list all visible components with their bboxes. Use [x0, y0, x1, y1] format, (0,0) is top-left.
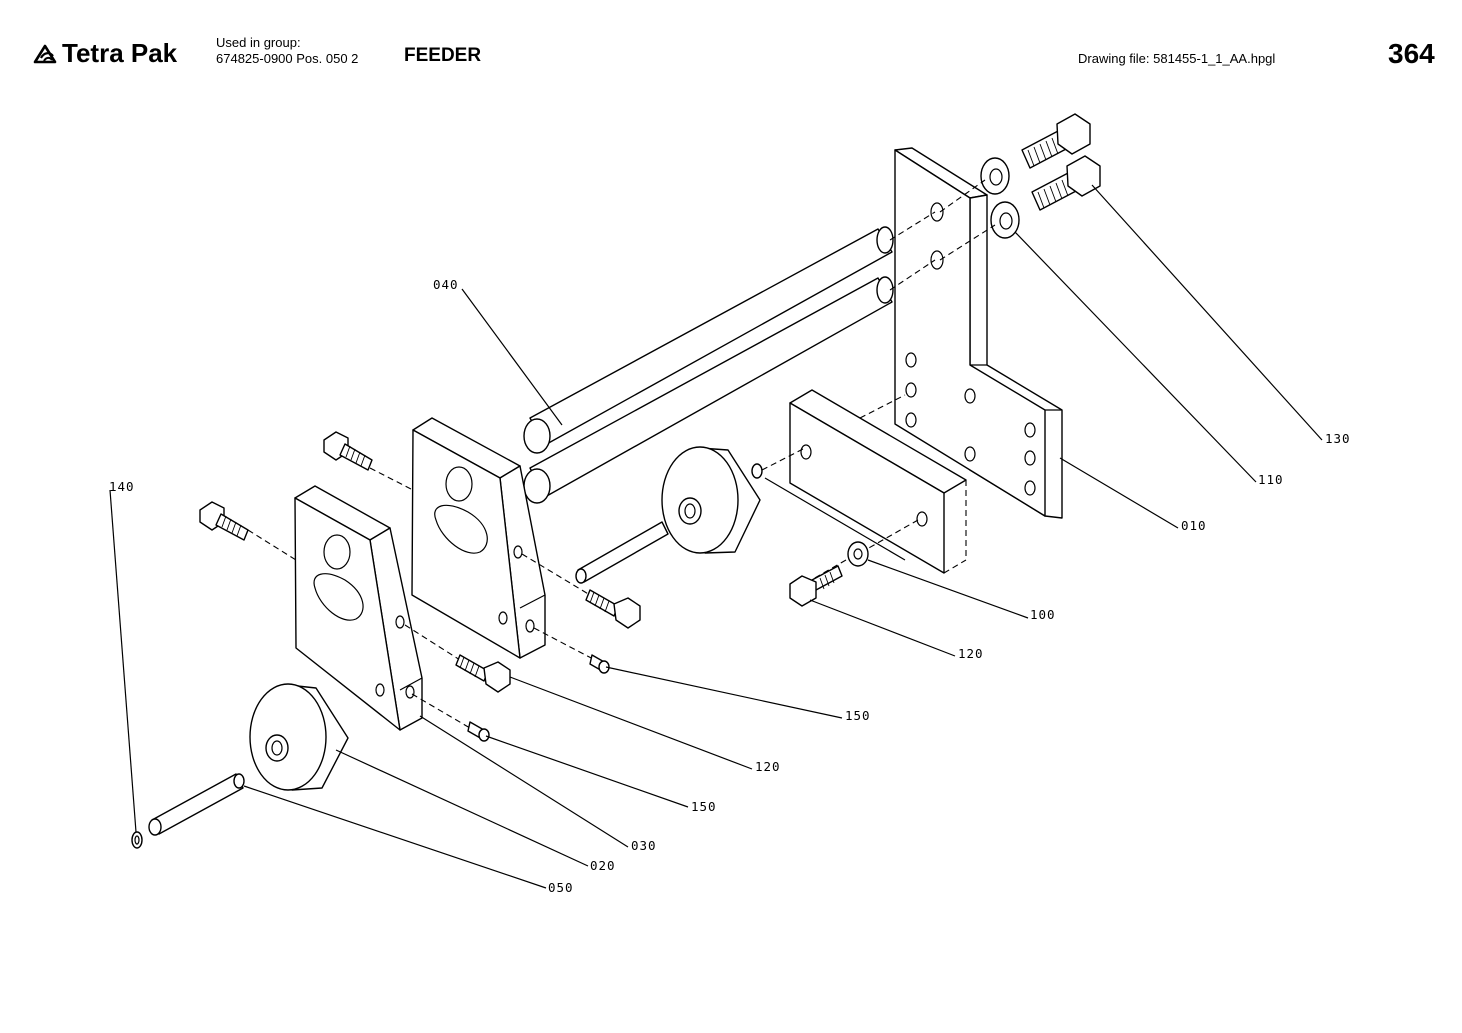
callout-050: 050	[548, 880, 574, 895]
callout-110: 110	[1258, 472, 1284, 487]
brand-name: Tetra Pak	[62, 38, 178, 68]
assembly-guide-lines	[247, 467, 847, 729]
callout-100: 100	[1030, 607, 1056, 622]
used-in-group-value: 674825-0900 Pos. 050 2	[216, 51, 359, 66]
drawing-file: Drawing file: 581455-1_1_AA.hpgl	[1078, 51, 1276, 66]
part-150-set-screws	[467, 654, 610, 742]
part-hex-bolts-left	[199, 431, 869, 693]
part-050-pin-upper	[575, 521, 669, 584]
callout-130: 130	[1325, 431, 1351, 446]
callout-140: 140	[109, 479, 135, 494]
part-130-hex-bolts	[1021, 113, 1101, 211]
part-roller-upper	[661, 446, 906, 561]
callout-040: 040	[433, 277, 459, 292]
page-number: 364	[1388, 38, 1435, 69]
callout-150-lower: 150	[691, 799, 717, 814]
callout-labels: 040 010 110 130 100 120 150 120 150 030 …	[109, 277, 1351, 895]
part-040-rods	[523, 211, 936, 504]
leader-lines	[109, 184, 1323, 889]
callout-120-lower: 120	[755, 759, 781, 774]
part-mounting-block	[789, 389, 967, 574]
part-030-bracket-lower	[294, 485, 423, 731]
part-140-retaining-ring	[131, 831, 143, 849]
used-in-group-label: Used in group:	[216, 35, 301, 50]
part-030-bracket-upper	[411, 417, 546, 659]
tetra-pak-logo-icon	[33, 44, 57, 63]
brand-logo: Tetra Pak	[32, 38, 177, 69]
callout-150-upper: 150	[845, 708, 871, 723]
header: Tetra Pak Used in group: 674825-0900 Pos…	[0, 0, 1462, 90]
callout-120-upper: 120	[958, 646, 984, 661]
callout-020: 020	[590, 858, 616, 873]
part-050-pin-lower	[148, 773, 245, 836]
part-010-side-plate	[894, 147, 1063, 519]
part-110-washers	[939, 157, 1020, 261]
part-020-roller-lower	[249, 683, 349, 791]
callout-010: 010	[1181, 518, 1207, 533]
drawing-title: FEEDER	[404, 45, 482, 66]
callout-030: 030	[631, 838, 657, 853]
